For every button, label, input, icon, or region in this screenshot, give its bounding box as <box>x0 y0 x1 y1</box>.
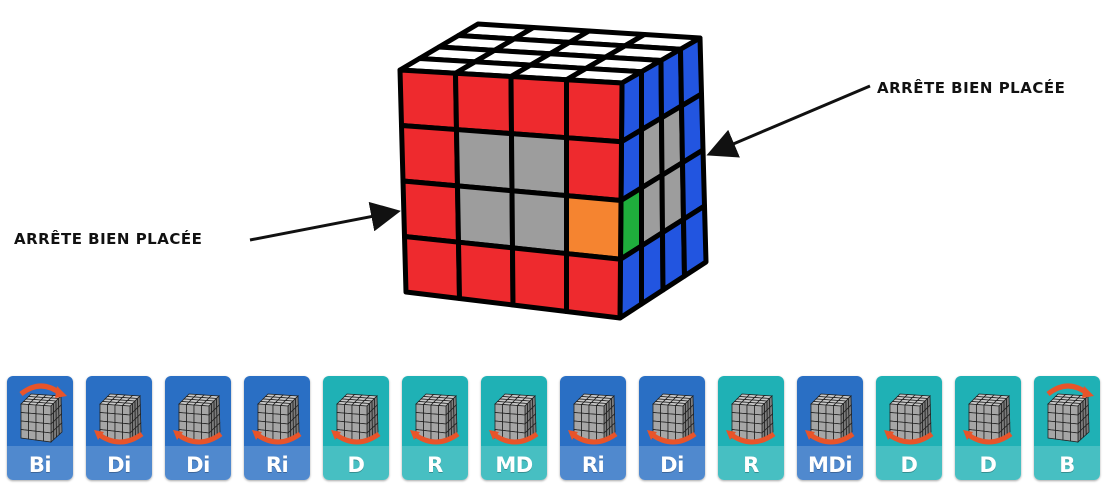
move-label: MDi <box>807 453 853 477</box>
move-label: MD <box>495 453 533 477</box>
move-2[interactable]: Di <box>86 376 152 480</box>
move-label: B <box>1059 453 1075 477</box>
front-face-sticker <box>509 188 569 257</box>
bottom-turn-left-icon <box>165 393 231 480</box>
front-face-sticker <box>564 77 625 145</box>
move-5[interactable]: D <box>323 376 389 480</box>
front-face-sticker <box>454 127 515 194</box>
move-sequence: Bi Di Di Ri D R MD Ri Di R MDi D D B <box>7 376 1107 480</box>
move-label: D <box>979 453 997 477</box>
front-face-sticker <box>455 183 515 251</box>
bottom-turn-right-icon <box>955 393 1021 480</box>
move-label: Ri <box>581 453 605 477</box>
front-face-sticker <box>400 178 461 245</box>
right-face-sticker <box>639 230 666 307</box>
move-label: R <box>743 453 759 477</box>
move-9[interactable]: Di <box>639 376 705 480</box>
front-face-sticker <box>397 67 459 133</box>
move-label: Bi <box>28 453 52 477</box>
move-8[interactable]: Ri <box>560 376 626 480</box>
move-4[interactable]: Ri <box>244 376 310 480</box>
right-face-sticker <box>617 243 644 321</box>
arrow-left <box>249 201 401 242</box>
move-label: D <box>900 453 918 477</box>
front-face-sticker <box>456 239 516 308</box>
right-face-sticker <box>681 203 709 279</box>
move-13[interactable]: D <box>955 376 1021 480</box>
front-face-sticker <box>508 74 569 141</box>
front-face-sticker <box>564 193 624 262</box>
middle-slice-left-icon <box>797 393 863 480</box>
front-face-sticker <box>453 70 514 137</box>
move-label: Di <box>107 453 131 477</box>
move-14[interactable]: B <box>1034 376 1100 480</box>
rotate-back-icon <box>7 383 73 480</box>
bottom-turn-left-icon <box>86 393 152 480</box>
right-turn-down-icon <box>560 393 626 480</box>
bottom-turn-left-icon <box>639 393 705 480</box>
right-turn-up-icon <box>718 393 784 480</box>
move-label: D <box>347 453 365 477</box>
move-label: Di <box>660 453 684 477</box>
right-turn-up-icon <box>402 393 468 480</box>
move-6[interactable]: R <box>402 376 468 480</box>
move-7[interactable]: MD <box>481 376 547 480</box>
front-face-sticker <box>564 135 624 203</box>
annotation-right: ARRÊTE BIEN PLACÉE <box>877 79 1066 97</box>
move-label: Di <box>186 453 210 477</box>
front-face-sticker <box>402 234 462 301</box>
arrow-right <box>706 84 871 158</box>
annotation-left: ARRÊTE BIEN PLACÉE <box>14 230 203 248</box>
front-face-sticker <box>509 131 569 199</box>
middle-slice-right-icon <box>481 393 547 480</box>
move-11[interactable]: MDi <box>797 376 863 480</box>
bottom-turn-right-icon <box>876 393 942 480</box>
front-face-sticker <box>510 245 569 314</box>
move-label: Ri <box>265 453 289 477</box>
move-12[interactable]: D <box>876 376 942 480</box>
move-10[interactable]: R <box>718 376 784 480</box>
front-face-sticker <box>399 123 460 189</box>
move-3[interactable]: Di <box>165 376 231 480</box>
move-label: R <box>427 453 443 477</box>
move-1[interactable]: Bi <box>7 376 73 480</box>
rotate-back-icon <box>1034 383 1100 480</box>
right-turn-down-icon <box>244 393 310 480</box>
front-face-sticker <box>564 251 623 321</box>
bottom-turn-right-icon <box>323 393 389 480</box>
